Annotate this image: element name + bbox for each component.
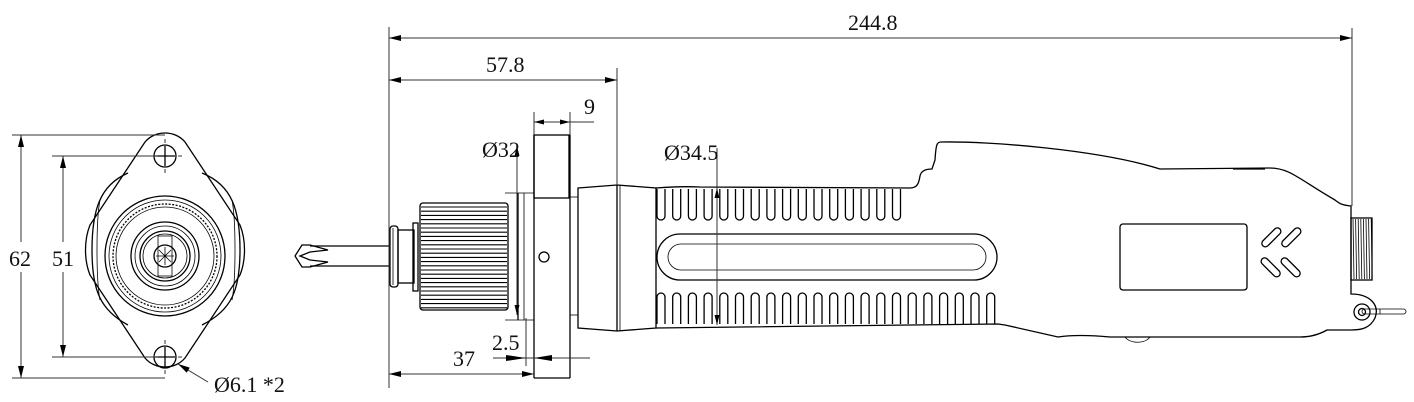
grip-slot	[656, 233, 998, 281]
dimension-nose-length: 57.8	[389, 52, 617, 83]
dim-label-hole-diameter: Ø6.1 *2	[214, 372, 285, 397]
dimension-hole-diameter: Ø6.1 *2	[177, 363, 285, 397]
vent-slot	[970, 292, 980, 324]
vent-slot	[876, 189, 886, 221]
thread-line	[1368, 218, 1370, 280]
body-outline-right	[201, 172, 241, 326]
vent-slot	[797, 189, 807, 221]
vent-slot	[813, 189, 823, 221]
vent-slot	[781, 292, 792, 324]
body-front-section	[569, 184, 657, 332]
vent-slot	[844, 292, 855, 324]
body-lobe-right-inner	[231, 199, 236, 301]
vent-slot	[829, 189, 839, 221]
vent-slot	[719, 189, 729, 221]
vent-slot	[781, 189, 792, 221]
vent-slot	[860, 189, 870, 221]
dimension-overall-length: 244.8	[389, 10, 1352, 41]
body-outline	[655, 141, 1377, 338]
body-outline-left	[91, 172, 129, 326]
dimension-hole-pitch: 51	[52, 155, 158, 358]
vent-slot	[844, 189, 855, 221]
dim-label-51: 51	[52, 246, 74, 271]
vent-slot	[876, 292, 886, 324]
vent-slot	[860, 292, 870, 324]
dim-label-9: 9	[584, 94, 595, 119]
front-view: 62 51 Ø6.1 *2	[9, 132, 285, 397]
cable-connector	[1350, 217, 1373, 281]
vent-slot	[907, 292, 917, 324]
thread-line	[1365, 218, 1368, 280]
vent-slot	[797, 292, 807, 324]
handle-bottom-bump	[1124, 336, 1151, 343]
vent-slot	[750, 292, 760, 324]
vent-slot	[734, 292, 745, 324]
vent-slot	[938, 292, 949, 324]
vent-slot	[656, 189, 666, 221]
bit-chuck	[389, 222, 419, 292]
dimension-overall-height: 62	[9, 134, 165, 379]
vent-slot	[891, 292, 902, 324]
dimension-bit-to-flange: 37	[389, 346, 534, 377]
dimension-flange-thickness: 9	[533, 94, 595, 135]
screwdriver-bit	[294, 244, 390, 268]
thread-line	[1360, 218, 1363, 280]
knurled-knob	[419, 202, 509, 311]
vent-slots-top	[656, 189, 902, 221]
dim-label-2-5: 2.5	[492, 330, 520, 355]
vent-slot	[719, 292, 729, 324]
side-view: 244.8 57.8 9 Ø32 Ø34.5 37	[294, 10, 1407, 388]
vent-slots-bottom	[656, 292, 996, 324]
vent-slot	[813, 292, 823, 324]
vent-slot	[687, 292, 698, 324]
vent-slot	[891, 189, 902, 221]
control-buttons	[1260, 227, 1302, 278]
thread-line	[1355, 218, 1357, 280]
vent-slot	[766, 292, 776, 324]
dimension-collar-diameter: Ø32	[482, 137, 520, 315]
vent-slot	[672, 292, 682, 324]
vent-slot	[986, 292, 996, 324]
collar-plate	[505, 192, 534, 321]
vent-slot	[954, 292, 964, 324]
thread-line	[1357, 218, 1360, 280]
vent-slot	[734, 189, 745, 221]
hanger-ring	[1353, 303, 1407, 321]
vent-slot	[656, 292, 666, 324]
thread-line	[1352, 218, 1355, 280]
dim-label-32: Ø32	[482, 137, 520, 162]
diamond-flange	[84, 132, 246, 368]
vent-slot	[687, 189, 698, 221]
vent-slot	[703, 292, 713, 324]
vent-slot	[703, 189, 713, 221]
display-window	[1119, 223, 1248, 291]
vent-slot	[923, 292, 933, 324]
dim-label-34-5: Ø34.5	[664, 140, 718, 165]
vent-slot	[750, 189, 760, 221]
thread-line	[1370, 218, 1373, 280]
body-lobe-left-inner	[96, 199, 101, 301]
dim-label-62: 62	[9, 246, 31, 271]
nose-rings	[104, 195, 226, 317]
thread-line	[1363, 218, 1365, 280]
dim-label-57-8: 57.8	[486, 52, 525, 77]
mounting-flange	[533, 134, 571, 379]
dimension-flange-offset: 2.5	[492, 318, 590, 366]
dim-label-37: 37	[453, 346, 475, 371]
dim-label-244-8: 244.8	[848, 10, 898, 35]
vent-slot	[672, 189, 682, 221]
dimension-body-diameter: Ø34.5	[664, 140, 720, 325]
vent-slot	[766, 189, 776, 221]
vent-slot	[829, 292, 839, 324]
